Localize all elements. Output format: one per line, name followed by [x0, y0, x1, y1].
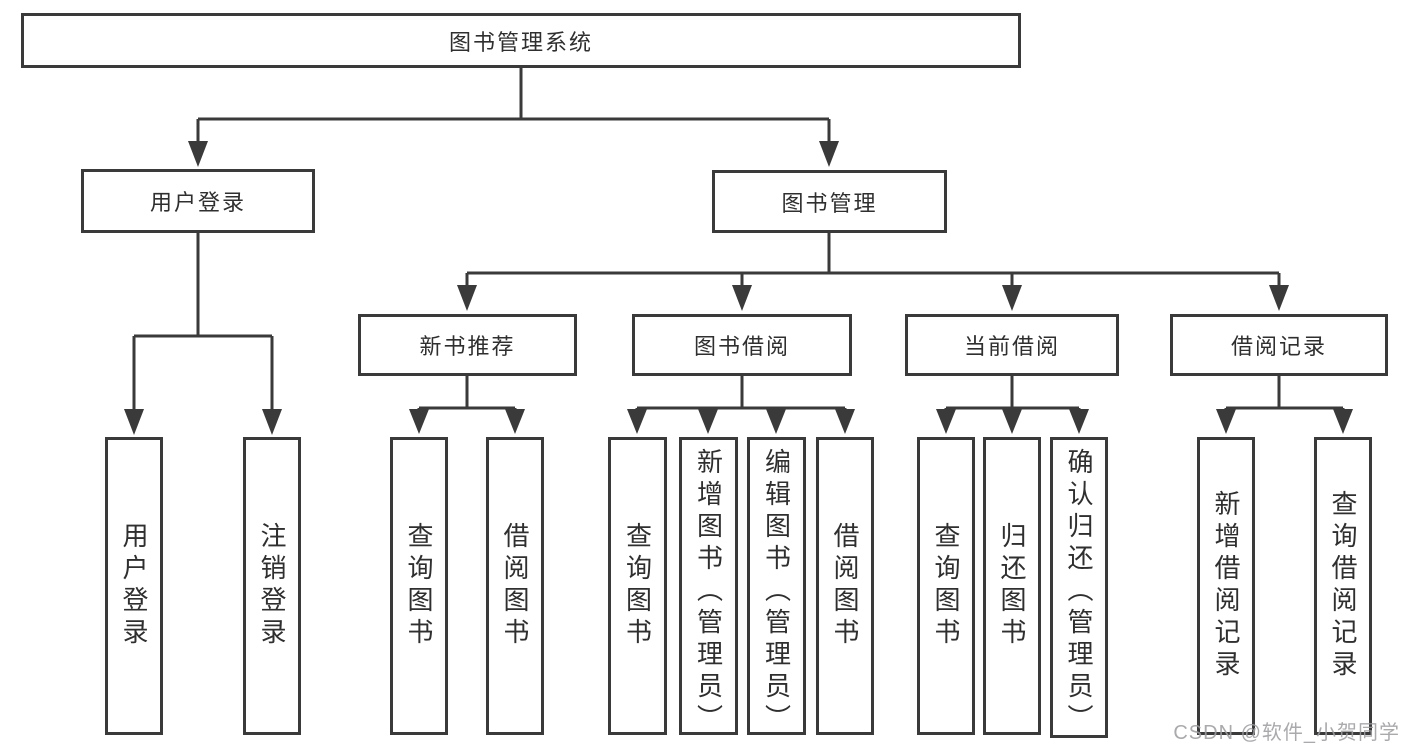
leaf-borrow-books-1: 借阅图书 — [486, 437, 544, 735]
leaf-logout: 注销登录 — [243, 437, 301, 735]
leaf-return-books: 归还图书 — [983, 437, 1041, 735]
leaf-query-books-1: 查询图书 — [390, 437, 448, 735]
leaf-query-books-2: 查询图书 — [608, 437, 667, 735]
leaf-add-borrow-record: 新增借阅记录 — [1197, 437, 1255, 735]
node-book-management: 图书管理 — [712, 170, 947, 233]
leaf-user-login: 用户登录 — [105, 437, 163, 735]
leaf-borrow-books-2: 借阅图书 — [816, 437, 874, 735]
watermark: CSDN @软件_小贺同学 — [1173, 722, 1400, 744]
leaf-query-books-3: 查询图书 — [917, 437, 975, 735]
node-book-borrow: 图书借阅 — [632, 314, 852, 376]
node-current-borrow: 当前借阅 — [905, 314, 1119, 376]
leaf-edit-books-admin: 编辑图书（管理员） — [747, 437, 806, 736]
arrowheads — [124, 141, 1353, 435]
node-borrow-records: 借阅记录 — [1170, 314, 1388, 376]
node-new-book-recommend: 新书推荐 — [358, 314, 577, 376]
leaf-confirm-return-admin: 确认归还（管理员） — [1050, 437, 1108, 738]
leaf-add-books-admin: 新增图书（管理员） — [679, 437, 738, 736]
node-library-system: 图书管理系统 — [21, 13, 1021, 68]
node-user-login: 用户登录 — [81, 169, 315, 233]
leaf-query-borrow-record: 查询借阅记录 — [1314, 437, 1372, 735]
